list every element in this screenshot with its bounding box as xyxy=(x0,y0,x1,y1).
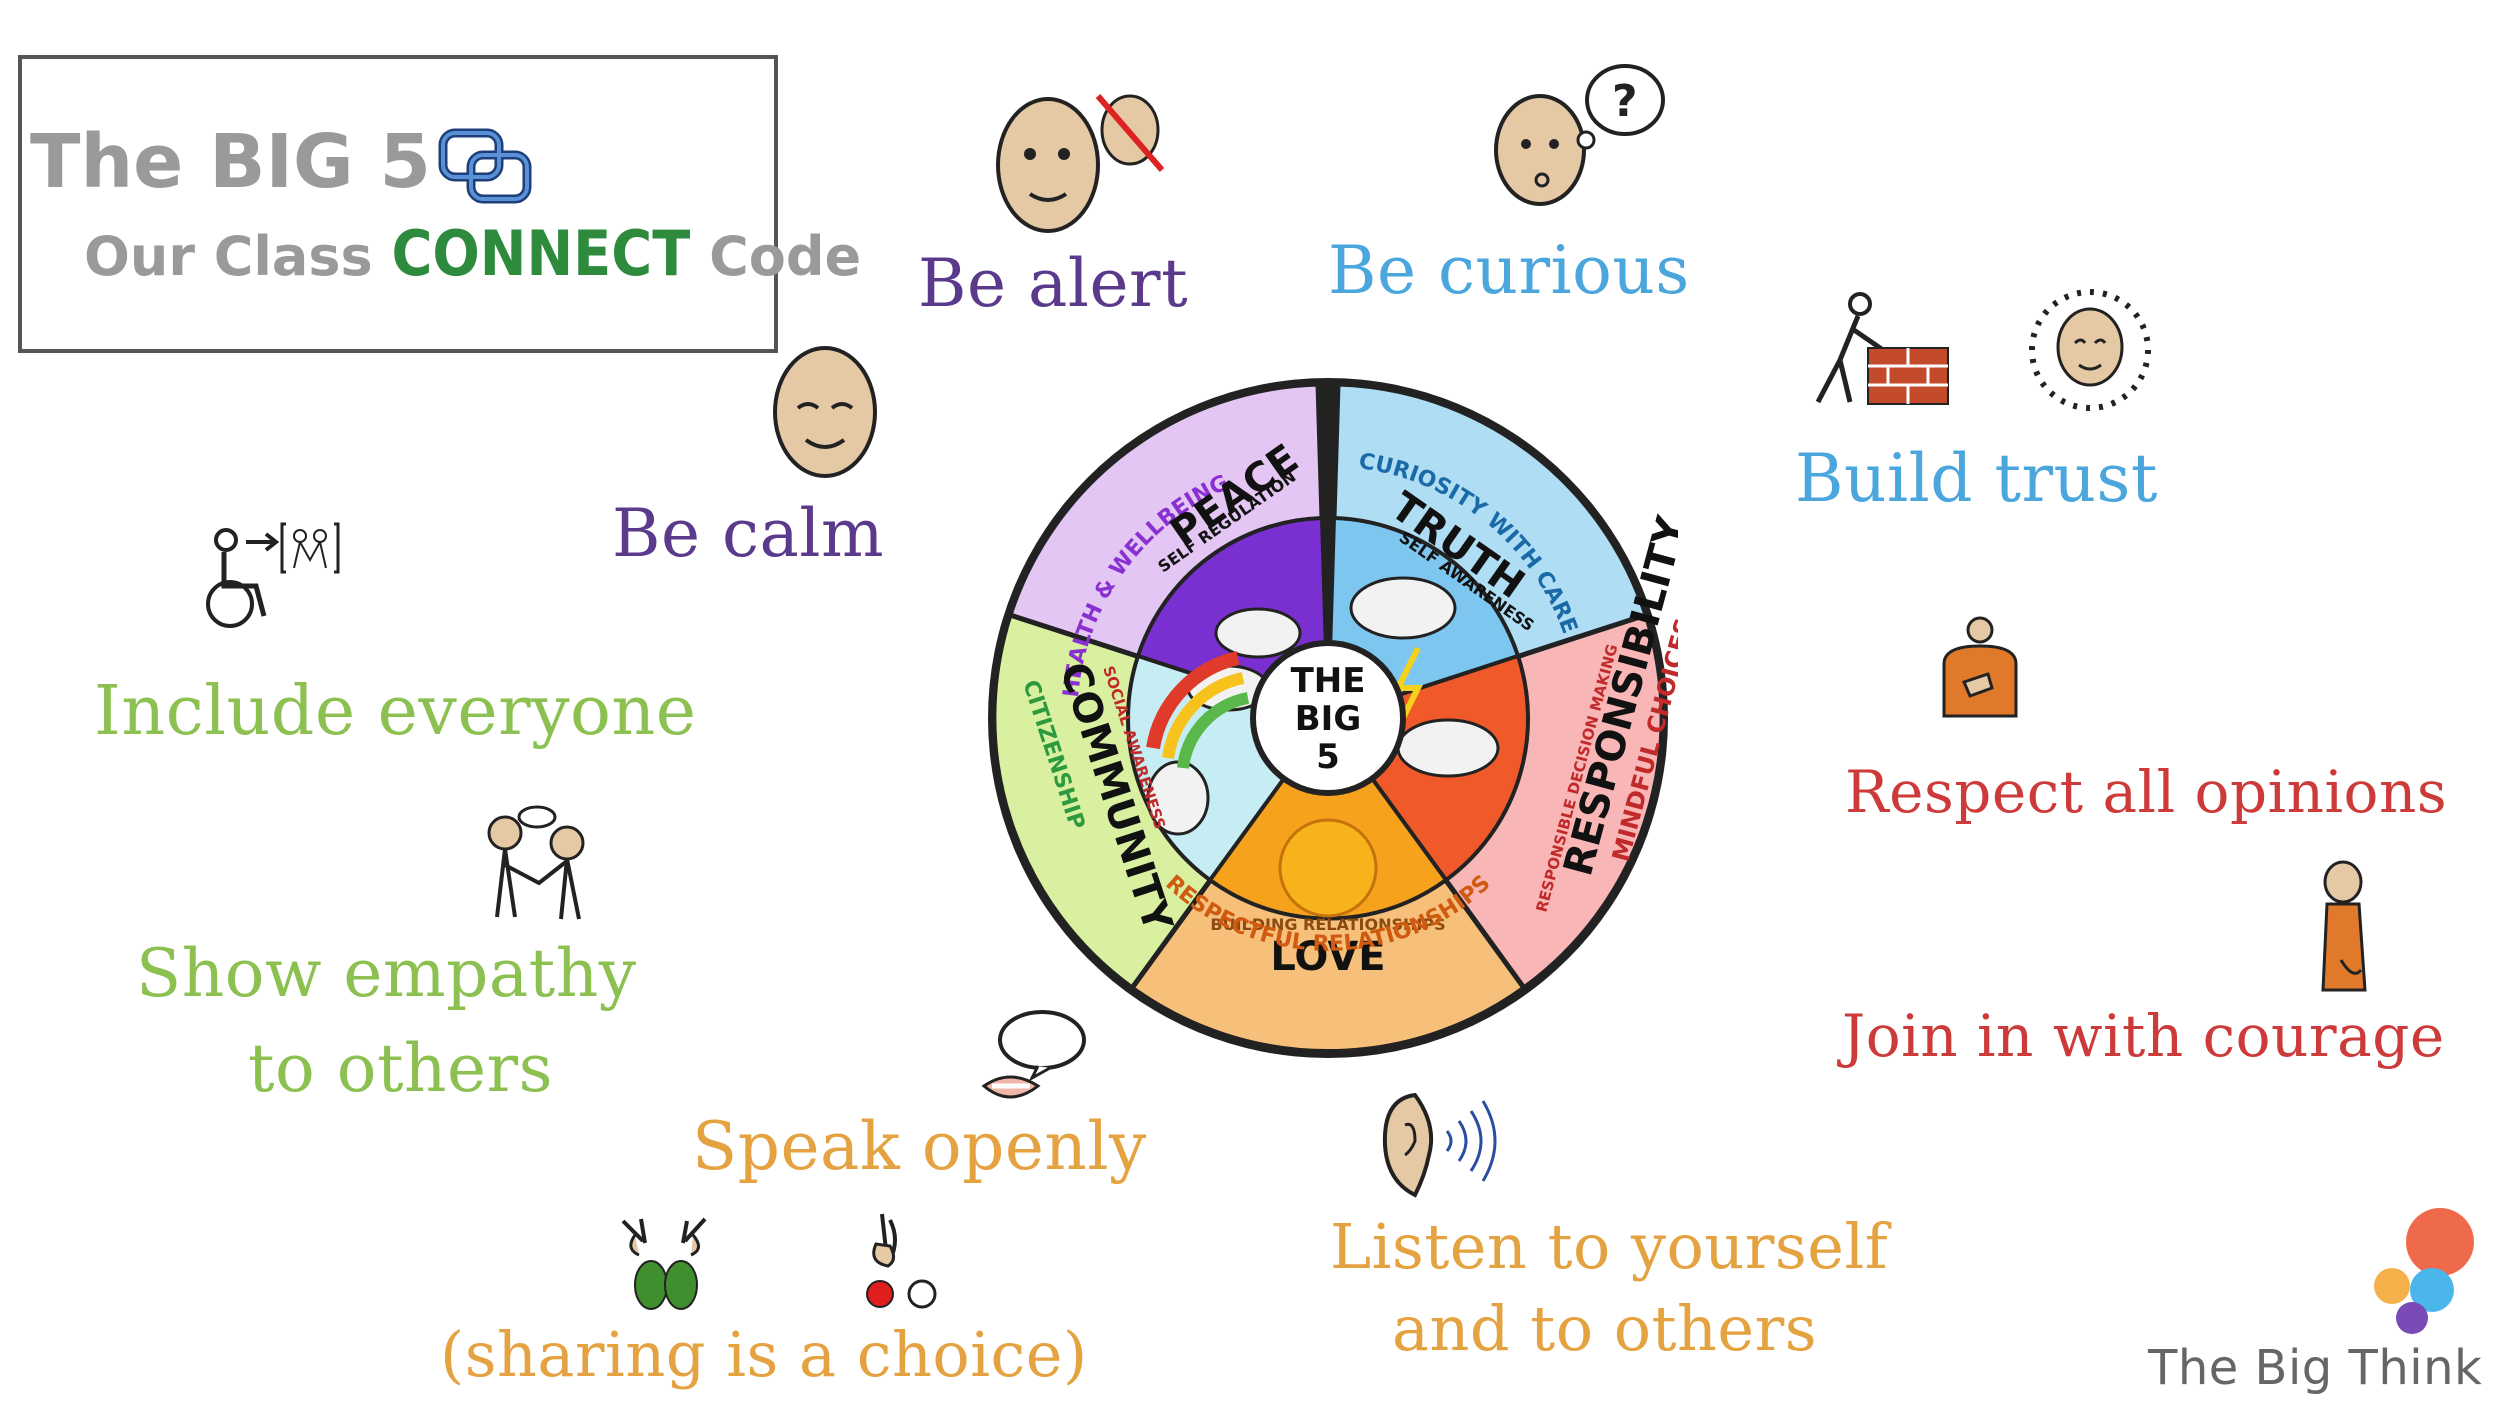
empathy-people-icon xyxy=(487,805,585,920)
build-trust-label: Build trust xyxy=(1795,440,2158,517)
title-box: The BIG 5 Our Class CONNECT Code xyxy=(18,55,861,353)
include-everyone-label: Include everyone xyxy=(94,672,697,751)
listen-yourself-label: Listen to yourself xyxy=(1330,1210,1889,1283)
be-alert-label: Be alert xyxy=(918,245,1189,322)
show-empathy-label: Show empathy xyxy=(136,935,637,1012)
sharing-hands-icon xyxy=(621,1217,707,1310)
title-suffix: Code xyxy=(709,225,862,288)
title-subtitle: Our Class CONNECT Code xyxy=(84,217,861,290)
be-calm-label: Be calm xyxy=(612,495,885,572)
love-name: LOVE xyxy=(1270,934,1385,980)
respect-opinions-label: Respect all opinions xyxy=(1845,758,2448,826)
sharing-choice-label: (sharing is a choice) xyxy=(440,1318,1088,1391)
to-others-label: to others xyxy=(248,1030,553,1107)
be-curious-label: Be curious xyxy=(1328,232,1690,309)
alert-face-icon xyxy=(996,94,1165,233)
svg-text:?: ? xyxy=(1612,76,1638,127)
title-main: The BIG 5 xyxy=(30,119,432,205)
wheel-center-line1: THE xyxy=(1291,661,1366,701)
trust-face-icon xyxy=(2029,289,2151,411)
heart-hand-icon xyxy=(1942,616,2018,718)
speak-openly-label: Speak openly xyxy=(692,1108,1147,1185)
big-think-logo-icon xyxy=(2374,1208,2474,1334)
big5-wheel: THE BIG 5 HEALTH & WELLBEING PEACE SELF … xyxy=(988,378,1678,1058)
big-think-logo-text: The Big Think xyxy=(2148,1340,2483,1396)
join-courage-label: Join in with courage xyxy=(1842,1002,2445,1070)
builder-bricks-icon xyxy=(1815,292,1949,405)
listen-others-label: and to others xyxy=(1392,1292,1818,1365)
choice-hand-icon xyxy=(866,1213,937,1309)
listening-ear-icon xyxy=(1382,1092,1497,1198)
courage-person-icon xyxy=(2321,860,2367,992)
speaking-mouth-icon xyxy=(981,1010,1086,1099)
wheel-center-line3: 5 xyxy=(1316,737,1340,777)
wheel-center-line2: BIG xyxy=(1295,699,1361,739)
title-connect: CONNECT xyxy=(391,217,691,290)
chain-link-icon xyxy=(438,128,532,204)
thinking-face-icon: ? xyxy=(1494,64,1665,206)
title-prefix: Our Class xyxy=(84,225,373,288)
love-top: BUILDING RELATIONSHIPS xyxy=(1210,915,1445,934)
calm-face-icon xyxy=(773,346,877,478)
wheelchair-include-icon xyxy=(206,522,340,628)
